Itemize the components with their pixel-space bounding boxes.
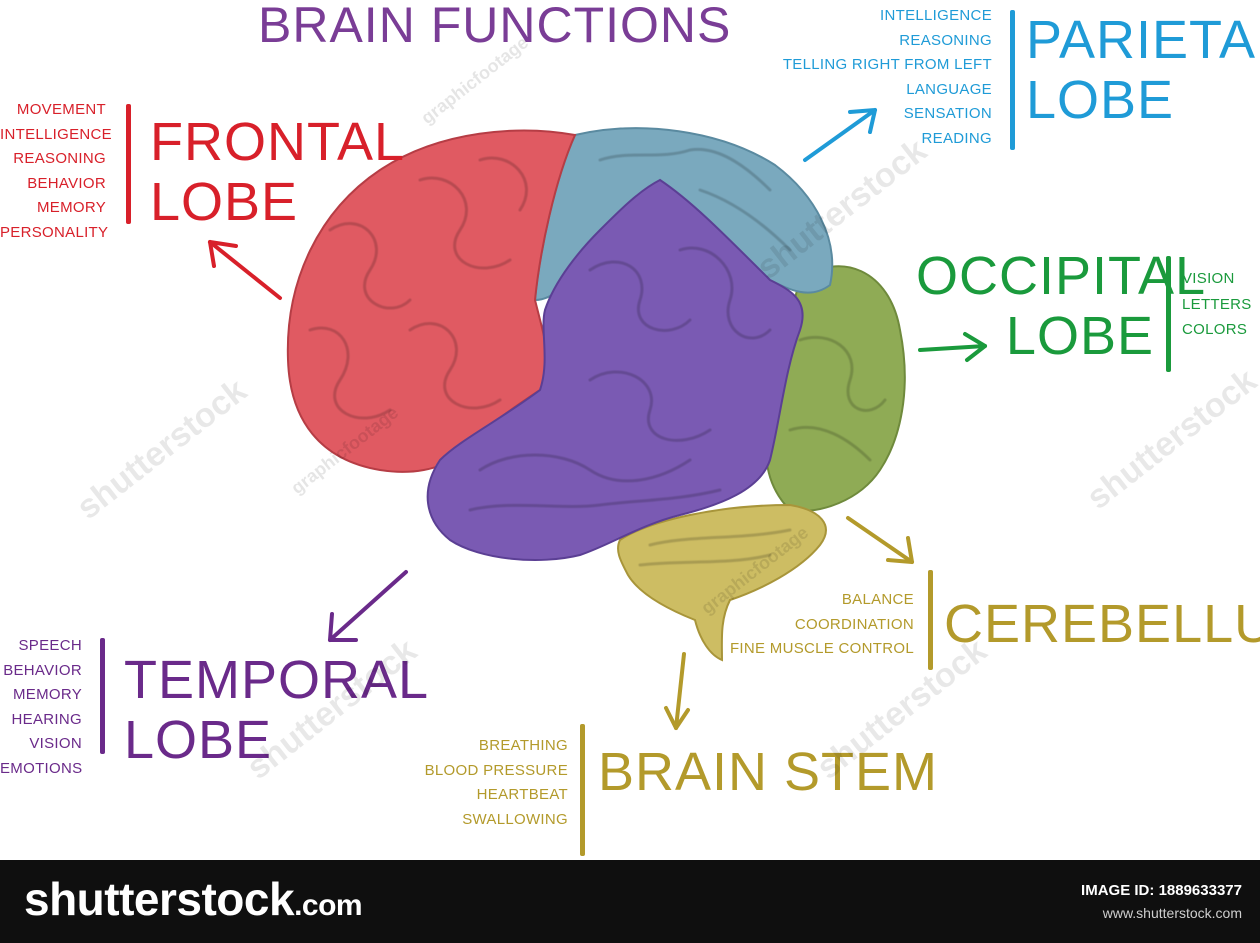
site-url: www.shutterstock.com (1102, 905, 1242, 921)
frontal-name-line1: FRONTAL (150, 112, 406, 172)
parietal-function-item: INTELLIGENCE (880, 7, 992, 24)
cerebellum-function-item: COORDINATION (794, 615, 914, 633)
occipital-function-item: VISION (1182, 270, 1235, 287)
cerebellum-function-item: FINE MUSCLE CONTROL (729, 640, 914, 657)
diagram-title: BRAIN FUNCTIONS (258, 0, 732, 53)
image-id-value: 1889633377 (1158, 882, 1242, 899)
temporal-function-item: SPEECH (18, 637, 82, 654)
cerebellum-divider (928, 570, 933, 670)
occipital-arrow (918, 332, 987, 362)
parietal-function-item: LANGUAGE (906, 80, 992, 98)
occipital-divider (1166, 256, 1171, 372)
frontal-function-item: INTELLIGENCE (0, 125, 112, 143)
brain-stem-function-item: BLOOD PRESSURE (424, 761, 568, 779)
image-id: IMAGE ID: 1889633377 (1081, 882, 1242, 899)
temporal-function-item: MEMORY (12, 686, 82, 703)
parietal-divider (1010, 10, 1015, 150)
temporal-arrow (328, 570, 408, 642)
logo-text: shutterstock (24, 873, 295, 925)
brain-stem-divider (580, 724, 585, 856)
temporal-functions: SPEECH BEHAVIOR MEMORY HEARING VISION EM… (0, 634, 82, 781)
cerebellum-shape (617, 503, 827, 662)
occipital-lobe-label: OCCIPITAL LOBE (916, 246, 1207, 366)
frontal-name-line2: LOBE (150, 172, 299, 232)
frontal-function-item: REASONING (13, 150, 106, 167)
brain-stem-function-item: BREATHING (478, 737, 568, 754)
temporal-lobe-shape (426, 178, 804, 561)
frontal-function-item: MOVEMENT (16, 101, 106, 118)
temporal-divider (100, 638, 105, 754)
cerebellum-function-item: BALANCE (841, 591, 914, 608)
cerebellum-name: CEREBELLUM (944, 594, 1260, 654)
parietal-function-item: TELLING RIGHT FROM LEFT (782, 56, 992, 73)
frontal-arrow (208, 240, 282, 300)
temporal-function-item: HEARING (11, 710, 82, 728)
parietal-function-item: SENSATION (903, 105, 992, 122)
brain-illustration (208, 108, 987, 730)
parietal-function-item: READING (921, 129, 992, 147)
parietal-function-item: REASONING (899, 31, 992, 49)
stock-footer-bar: shutterstock.com IMAGE ID: 1889633377 ww… (0, 860, 1260, 943)
frontal-function-item: BEHAVIOR (27, 174, 106, 192)
parietal-name-line2: LOBE (1026, 70, 1175, 130)
occipital-name-line2: LOBE (1005, 306, 1154, 366)
brain-stem-function-item: HEARTBEAT (476, 786, 568, 803)
cerebellum-label: CEREBELLUM (944, 594, 1260, 654)
brain-stem-label: BRAIN STEM (598, 742, 938, 802)
logo-suffix: .com (294, 889, 363, 922)
parietal-functions: INTELLIGENCE REASONING TELLING RIGHT FRO… (760, 4, 992, 151)
brain-stem-name: BRAIN STEM (598, 742, 939, 802)
gyri-texture (308, 147, 887, 567)
temporal-function-item: EMOTIONS (0, 759, 83, 777)
temporal-name-line2: LOBE (124, 710, 273, 770)
brain-stem-arrow (664, 652, 690, 730)
cerebellum-arrow (846, 516, 914, 564)
pointer-arrows (208, 108, 987, 730)
temporal-lobe-label: TEMPORAL LOBE (124, 650, 429, 770)
frontal-divider (126, 104, 131, 224)
brain-stem-functions: BREATHING BLOOD PRESSURE HEARTBEAT SWALL… (400, 734, 568, 832)
occipital-function-item: COLORS (1182, 321, 1248, 338)
temporal-name-line1: TEMPORAL (124, 650, 430, 710)
frontal-function-item: MEMORY (36, 199, 106, 216)
temporal-function-item: VISION (29, 735, 82, 752)
frontal-function-item: PERSONALITY (0, 223, 109, 241)
frontal-functions: MOVEMENT INTELLIGENCE REASONING BEHAVIOR… (0, 98, 112, 245)
image-id-label: IMAGE ID: (1081, 882, 1155, 899)
diagram-canvas: BRAIN FUNCTIONS MOVEMENT INTELLIGENCE RE… (0, 0, 1260, 856)
frontal-lobe-label: FRONTAL LOBE (150, 112, 405, 232)
temporal-function-item: BEHAVIOR (3, 661, 82, 679)
frontal-lobe-shape (286, 129, 577, 473)
cerebellum-functions: BALANCE COORDINATION FINE MUSCLE CONTROL (700, 588, 914, 662)
shutterstock-logo: shutterstock.com (24, 872, 363, 926)
brain-stem-function-item: SWALLOWING (462, 810, 568, 828)
occipital-functions: VISION LETTERS COLORS (1182, 266, 1252, 343)
occipital-function-item: LETTERS (1182, 295, 1252, 313)
occipital-name-line1: OCCIPITAL (916, 246, 1207, 306)
parietal-arrow (803, 108, 877, 162)
